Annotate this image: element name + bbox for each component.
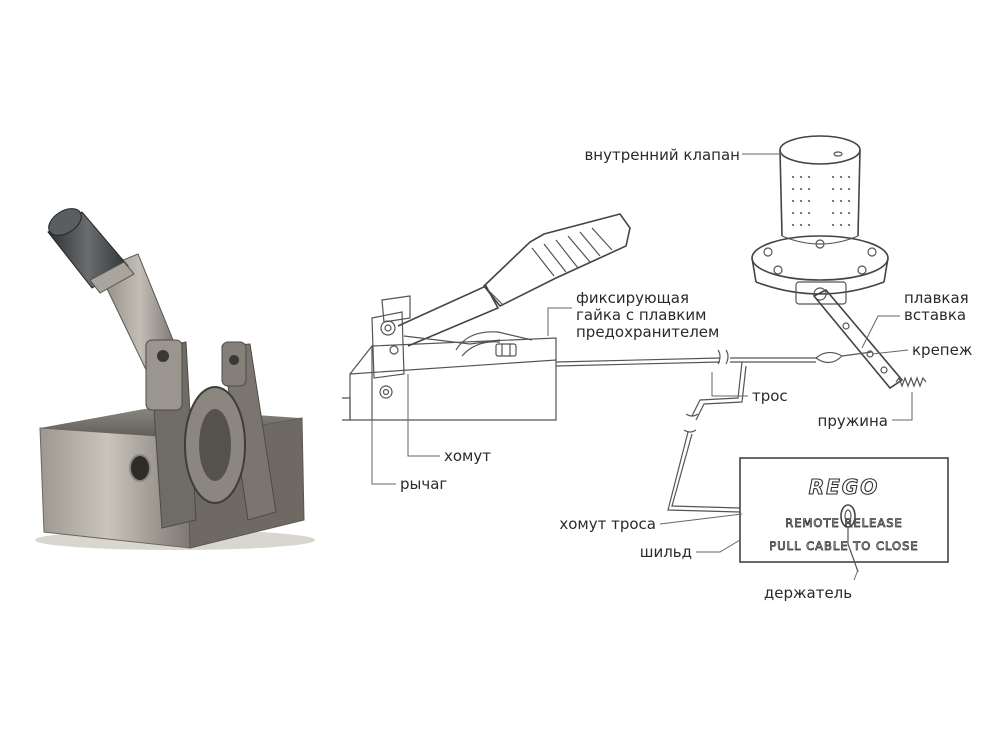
lever-assembly-drawing: [342, 213, 631, 421]
leader-lines: [371, 153, 913, 581]
plate-brand: REGO: [809, 475, 879, 499]
label-locking-nut-1: фиксирующая: [576, 289, 689, 307]
label-internal-valve: внутренний клапан: [584, 146, 740, 164]
label-cable-clamp: хомут троса: [559, 515, 656, 533]
labels: внутренний клапан фиксирующая гайка с пл…: [400, 146, 972, 602]
base-hole-icon: [129, 454, 151, 482]
lever-photo: [35, 208, 315, 550]
label-holder: держатель: [764, 584, 852, 602]
plate-line1: REMOTE RELEASE: [785, 516, 903, 530]
label-locking-nut-2: гайка с плавким: [576, 306, 706, 324]
label-lever: рычаг: [400, 475, 447, 493]
label-fastener: крепеж: [912, 341, 972, 359]
label-fusible-insert-2: вставка: [904, 306, 966, 324]
nameplate: REGO REMOTE RELEASE PULL CABLE TO CLOSE: [739, 457, 949, 573]
internal-valve-drawing: [751, 135, 927, 390]
label-locking-nut-3: предохранителем: [576, 323, 719, 341]
label-clamp: хомут: [444, 447, 491, 465]
label-cable: трос: [752, 387, 788, 405]
label-nameplate: шильд: [640, 543, 692, 561]
label-spring: пружина: [818, 412, 888, 430]
plate-line2: PULL CABLE TO CLOSE: [769, 539, 918, 553]
label-fusible-insert-1: плавкая: [904, 289, 969, 307]
cable: [555, 349, 816, 513]
